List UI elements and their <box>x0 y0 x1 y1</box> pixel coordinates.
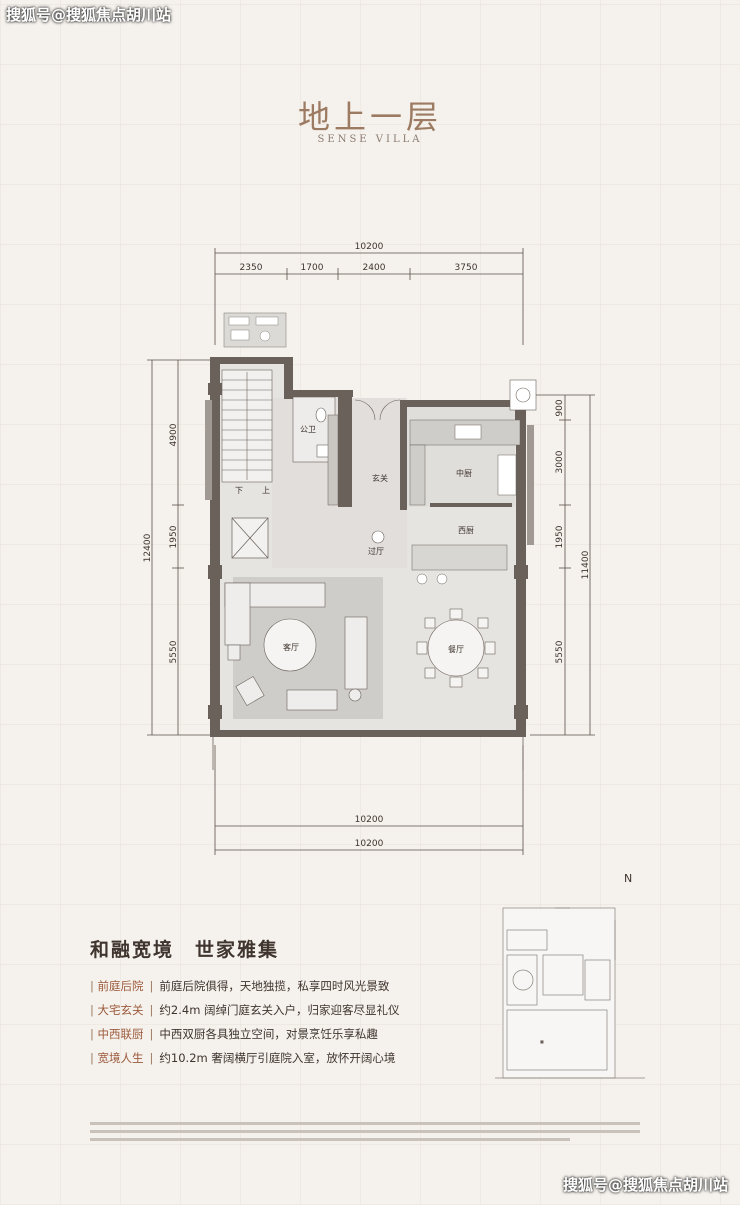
stair-up-label: 上 <box>262 486 270 495</box>
walls <box>208 357 528 737</box>
feature-1: | 前庭后院|前庭后院俱得，天地独揽，私享四时风光景致 <box>90 979 390 993</box>
staircase <box>221 369 273 483</box>
elevator <box>231 517 269 559</box>
living-furniture <box>224 582 368 711</box>
dim-left-seg-3: 5550 <box>169 640 179 663</box>
dim-left-total: 12400 <box>143 533 153 562</box>
svg-text:■: ■ <box>540 1039 544 1044</box>
dim-right-seg-4: 5550 <box>555 640 565 663</box>
dim-left-seg-2: 1950 <box>169 525 179 548</box>
appliance-outdoor <box>509 379 537 411</box>
dim-right-seg-2: 3000 <box>555 450 565 473</box>
bottom-dimensions <box>214 745 524 855</box>
public-wc-label: 公卫 <box>300 425 316 434</box>
left-dimensions <box>147 359 210 736</box>
dining-label: 餐厅 <box>448 645 464 654</box>
dim-top-seg-1: 2350 <box>240 263 263 273</box>
feature-4: | 宽境人生|约10.2m 奢阔横厅引庭院入室，放怀开阔心境 <box>90 1051 396 1065</box>
entry-label: 玄关 <box>372 473 388 483</box>
feature-3: | 中西联厨|中西双厨各具独立空间，对景烹饪乐享私趣 <box>90 1027 378 1041</box>
feature-1-label: 前庭后院 <box>97 979 144 993</box>
stair-down-label: 下 <box>235 486 243 495</box>
dim-bottom-2: 10200 <box>355 839 384 849</box>
floor-plan: 10200 2350 1700 2400 3750 12400 4900 195… <box>143 242 595 855</box>
dim-right-seg-3: 1950 <box>555 525 565 548</box>
page-subtitle: SENSE VILLA <box>317 134 423 145</box>
living-label: 客厅 <box>283 642 299 652</box>
feature-2-text: 约2.4m 阔绰门庭玄关入户，归家迎客尽显礼仪 <box>159 1003 400 1017</box>
hall-label: 过厅 <box>368 546 384 556</box>
dining-set <box>416 608 496 688</box>
feature-3-text: 中西双厨各具独立空间，对景烹饪乐享私趣 <box>159 1027 378 1041</box>
dim-top-seg-2: 1700 <box>301 263 324 273</box>
feature-4-text: 约10.2m 奢阔横厅引庭院入室，放怀开阔心境 <box>159 1051 396 1065</box>
western-kitchen-label: 西厨 <box>458 526 474 535</box>
dim-left-seg-1: 4900 <box>169 423 179 446</box>
fine-print <box>90 1122 640 1141</box>
page-title: 地上一层 <box>297 98 442 136</box>
feature-2: | 大宅玄关|约2.4m 阔绰门庭玄关入户，归家迎客尽显礼仪 <box>90 1003 400 1017</box>
watermark-top: 搜狐号@搜狐焦点胡川站 <box>6 6 172 24</box>
top-dimensions <box>214 248 524 345</box>
dim-top-total: 10200 <box>355 242 384 252</box>
feature-3-label: 中西联厨 <box>97 1027 144 1041</box>
feature-4-label: 宽境人生 <box>97 1051 144 1065</box>
right-dimensions <box>530 394 595 736</box>
dim-right-total: 11400 <box>581 550 591 579</box>
dim-bottom-1: 10200 <box>355 815 384 825</box>
dim-top-seg-3: 2400 <box>363 263 386 273</box>
section-heading: 和融宽境 世家雅集 <box>90 939 280 961</box>
key-plan: ■ <box>495 907 645 1079</box>
feature-1-text: 前庭后院俱得，天地独揽，私享四时风光景致 <box>159 979 390 993</box>
feature-2-label: 大宅玄关 <box>97 1003 144 1017</box>
chinese-kitchen-label: 中厨 <box>456 468 472 478</box>
dim-top-seg-4: 3750 <box>455 263 478 273</box>
dim-right-seg-1: 900 <box>555 399 565 416</box>
compass-label: N <box>624 872 633 885</box>
watermark-bottom: 搜狐号@搜狐焦点胡川站 <box>562 1176 728 1194</box>
